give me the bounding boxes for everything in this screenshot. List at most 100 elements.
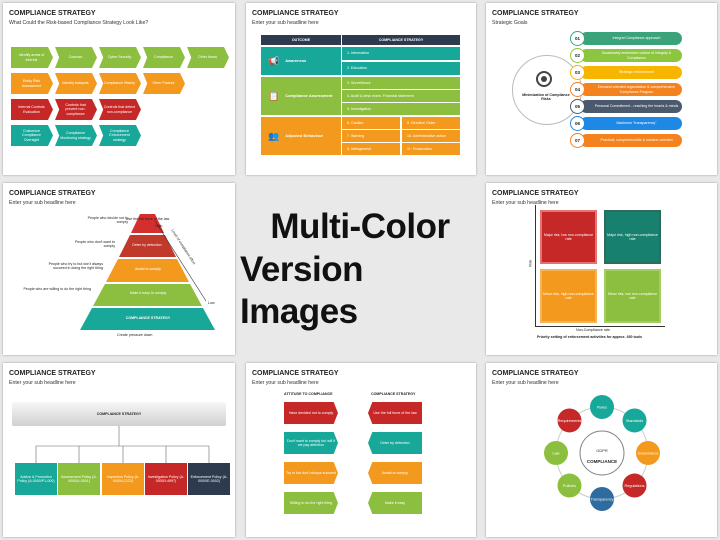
tier-label: COMPLIANCE STRATEGY <box>125 316 171 320</box>
goal-pill: Sustainably embedded culture of integrit… <box>580 49 682 62</box>
cycle-node-label: Governance <box>638 452 659 456</box>
quadrant-major-high: Major risk, high non-compliance rate <box>604 210 661 264</box>
low-label: Low <box>208 301 215 305</box>
cycle-node <box>544 441 568 465</box>
cycle-node-label: Regulations <box>624 484 644 488</box>
attitude-label: People who try to but don't always succe… <box>48 262 103 271</box>
megaphone-icon: 📢 <box>268 55 280 66</box>
goal-number: 07 <box>570 133 585 148</box>
pyramid-tier-1 <box>131 214 164 233</box>
strategy-item: 6. Caution <box>342 117 400 129</box>
effort-axis <box>154 220 207 302</box>
goal-pill: Strategic enforcement <box>580 66 682 79</box>
outcome-label: Compliance Assessment <box>285 92 333 98</box>
strategy-item: 5. Investigation <box>342 103 460 115</box>
hub-icon-label: GDPR <box>596 448 608 453</box>
strategy-item: 8. Infringement <box>342 143 400 155</box>
clipboard-icon: 📋 <box>268 90 280 101</box>
goal-pill: Personal Commitment - reaching the heart… <box>580 100 682 113</box>
slide-title: COMPLIANCE STRATEGY <box>492 190 579 197</box>
goal-pill: Demand oriented organization & comprehen… <box>580 83 682 96</box>
process-step: Other Factors <box>143 73 185 94</box>
target-icon <box>536 71 552 87</box>
slide-thumbnail-7[interactable]: COMPLIANCE STRATEGY Enter your sub headl… <box>246 363 476 537</box>
org-root: COMPLIANCE STRATEGY <box>12 402 226 426</box>
cycle-node <box>590 395 614 419</box>
goal-pill: Maximum "transparency" <box>580 117 682 130</box>
goal-number: 04 <box>570 82 585 97</box>
attitude-label: People who don't want to comply <box>74 240 115 249</box>
column-header-attitude: ATTITUDE TO COMPLIANCE <box>284 392 333 396</box>
slide-thumbnail-8[interactable]: COMPLIANCE STRATEGY Enter your sub headl… <box>486 363 717 537</box>
quadrant-minor-low: Minor risk, low non-compliance rate <box>604 269 661 323</box>
tier-label: Make it easy to comply <box>129 291 167 295</box>
process-step: Compliance History <box>99 73 141 94</box>
goal-number: 03 <box>570 65 585 80</box>
pyramid-tier-4 <box>93 284 202 306</box>
process-step: Entity Risk Assessment <box>11 73 53 94</box>
cycle-node-label: Standards <box>626 419 643 423</box>
attitude-banner: Have decided not to comply <box>284 402 338 424</box>
policy-box: Assessment Policy (A-0000/A-0001) <box>58 463 100 495</box>
strategy-item: 11. Prosecution <box>402 143 460 155</box>
compliance-pyramid <box>80 214 215 330</box>
goal-number: 06 <box>570 116 585 131</box>
cycle-node <box>636 441 660 465</box>
cycle-node <box>557 408 582 433</box>
cycle-node <box>622 408 647 433</box>
process-step: Compliance Enforcement strategy <box>99 125 141 146</box>
slide-subtitle: Enter your sub headline here <box>252 20 319 26</box>
outcome-compliance-assessment: 📋 Compliance Assessment <box>261 77 341 115</box>
cycle-node <box>590 487 614 511</box>
slide-thumbnail-1[interactable]: COMPLIANCE STRATEGY What Could the Risk-… <box>3 3 235 175</box>
tier-label: Use the full force of the law <box>125 217 170 221</box>
attitude-label: People who decide not to comply <box>87 216 128 225</box>
strategy-banner: Make it easy <box>368 492 422 514</box>
attitude-label: People who are willing to do the right t… <box>23 287 91 291</box>
process-step: Compliance Monitoring strategy <box>55 125 97 146</box>
policy-box: Inspection Policy (A-0000/I-2121) <box>102 463 144 495</box>
x-axis-line <box>535 326 665 327</box>
quadrant-major-low: Major risk, low non-compliance rate <box>540 210 597 264</box>
process-step: Internal Controls Evaluation <box>11 99 53 120</box>
slide-thumbnail-3[interactable]: COMPLIANCE STRATEGY Strategic Goals Mini… <box>486 3 717 175</box>
process-step: Identify areas of interest <box>11 47 53 68</box>
cycle-node-label: Transparency <box>590 498 613 502</box>
slide-subtitle: Enter your sub headline here <box>252 380 319 386</box>
outcome-awareness: 📢 Awareness <box>261 47 341 75</box>
strategy-item: 2. Education <box>342 62 460 75</box>
cycle-node-label: Rules <box>597 406 607 410</box>
quadrant-minor-high: Minor risk, high non-compliance rate <box>540 269 597 323</box>
strategy-banner: Assist to comply <box>368 462 422 484</box>
org-connectors <box>35 426 210 463</box>
column-header-strategy: COMPLIANCE STRATEGY <box>371 392 416 396</box>
slide-thumbnail-5[interactable]: COMPLIANCE STRATEGY Enter your sub headl… <box>486 183 717 355</box>
pyramid-footer: Create pressure down <box>117 333 153 337</box>
heading-line-1: Multi-Color <box>270 206 450 246</box>
slide-title: COMPLIANCE STRATEGY <box>252 10 339 17</box>
attitude-banner: Don't want to comply but will if we pay … <box>284 432 338 454</box>
process-step: Other Areas <box>187 47 229 68</box>
cycle-node <box>557 473 582 498</box>
policy-box: Investigation Policy (A-0000/I-4997) <box>145 463 187 495</box>
hub-label: COMPLIANCE <box>587 459 617 464</box>
compliance-cycle-diagram: COMPLIANCEGDPRRulesStandardsGovernanceRe… <box>544 395 660 511</box>
slide-thumbnail-6[interactable]: COMPLIANCE STRATEGY Enter your sub headl… <box>3 363 235 537</box>
strategy-item: 9. Directive Order <box>402 117 460 129</box>
slide-title: COMPLIANCE STRATEGY <box>9 370 96 377</box>
cycle-node-label: Requirements <box>558 419 582 423</box>
cycle-node <box>622 473 647 498</box>
strategy-banner: Deter by detection <box>368 432 422 454</box>
slide-subtitle: Enter your sub headline here <box>492 380 559 386</box>
strategy-item: 3. Surveillance <box>342 77 460 89</box>
process-step: Identify hotspots <box>55 73 97 94</box>
pyramid-tier-5 <box>80 308 215 330</box>
table-header-outcome: OUTCOME <box>261 35 341 45</box>
slide-thumbnail-2[interactable]: COMPLIANCE STRATEGY Enter your sub headl… <box>246 3 476 175</box>
attitude-banner: Try to but don't always succeed <box>284 462 338 484</box>
matrix-footer: Priority setting of enforcement activiti… <box>537 335 643 339</box>
x-axis-label: Non-Compliance rate <box>576 328 610 332</box>
high-label: High <box>155 224 163 228</box>
hub-label: Minimization of Compliance Risks <box>522 93 570 102</box>
slide-thumbnail-4[interactable]: COMPLIANCE STRATEGY Enter your sub headl… <box>3 183 235 355</box>
